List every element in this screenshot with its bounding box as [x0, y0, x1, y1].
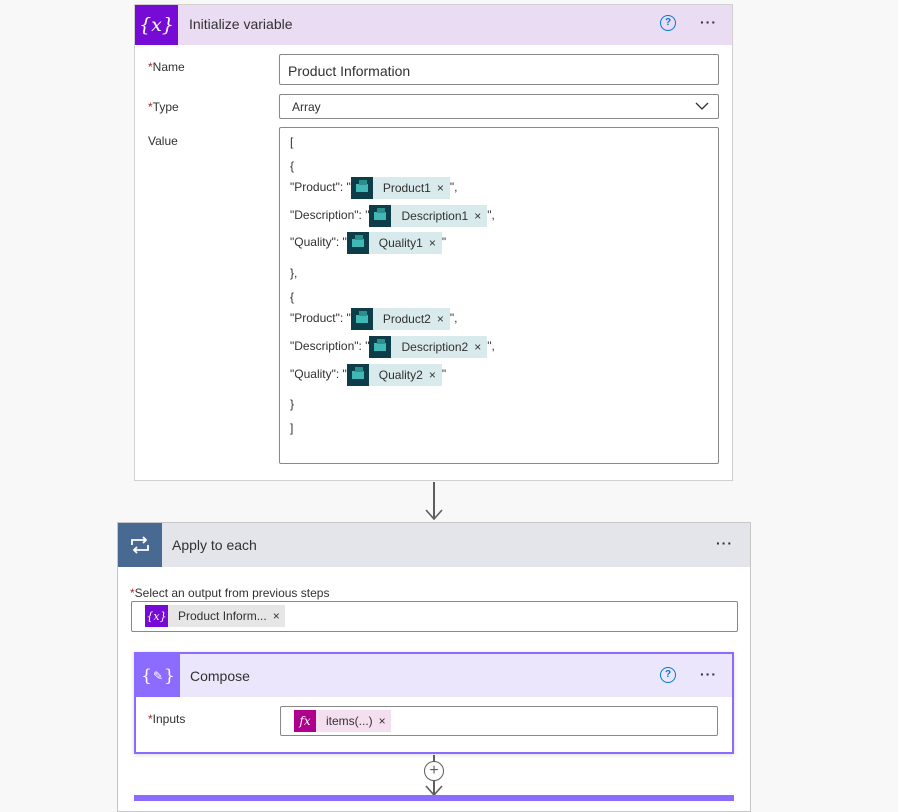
more-options-icon[interactable]: ···	[716, 535, 733, 551]
value-editor[interactable]: [ { "Product": "Product1×", "Description…	[279, 127, 719, 464]
more-options-icon[interactable]: ···	[700, 666, 717, 682]
code-line: {	[290, 159, 295, 173]
code-text: "Product": "	[290, 180, 351, 195]
required-mark: *	[130, 586, 135, 600]
card-title: Apply to each	[172, 537, 257, 553]
compose-icon: {✎}	[136, 654, 180, 697]
add-step-icon[interactable]: +	[424, 761, 444, 781]
excel-icon	[369, 205, 392, 227]
compose-header[interactable]: {✎} Compose ? ···	[136, 654, 732, 697]
required-mark: *	[148, 100, 153, 114]
token-label: Description1	[401, 209, 469, 223]
code-text: "	[441, 367, 447, 382]
excel-icon	[369, 336, 392, 358]
loop-icon	[118, 523, 162, 567]
type-value: Array	[292, 100, 321, 114]
select-output-label: *Select an output from previous steps	[130, 586, 329, 600]
token-label: Description2	[401, 340, 469, 354]
code-text: ",	[449, 180, 458, 195]
token-label: items(...)	[326, 714, 373, 728]
token-label: Product1	[382, 181, 431, 195]
remove-token-icon[interactable]: ×	[428, 368, 436, 382]
code-line: "Description": " Description2 × ",	[290, 336, 495, 358]
code-line: "Description": " Description1 × ",	[290, 205, 495, 227]
name-field[interactable]: Product Information	[279, 54, 719, 85]
code-text: "Description": "	[290, 208, 370, 223]
excel-icon	[346, 364, 369, 386]
dynamic-token[interactable]: Quality1 ×	[346, 232, 442, 254]
inputs-label-text: Inputs	[152, 712, 186, 726]
dynamic-token[interactable]: Quality2 ×	[346, 364, 442, 386]
required-mark: *	[148, 60, 153, 74]
remove-token-icon[interactable]: ×	[428, 236, 436, 250]
compose-card: {✎} Compose ? ··· *Inputs fx items(...) …	[134, 652, 734, 754]
variable-icon: {x}	[135, 5, 178, 45]
code-line: "Product": " Product1 × ",	[290, 177, 457, 199]
code-line: ]	[290, 421, 294, 435]
expression-token[interactable]: fx items(...) ×	[294, 710, 391, 732]
type-dropdown[interactable]: Array	[279, 94, 719, 119]
select-output-label-text: Select an output from previous steps	[134, 586, 330, 600]
code-text: "Quality": "	[290, 235, 347, 250]
code-line: },	[290, 266, 298, 280]
more-options-icon[interactable]: ···	[700, 14, 717, 30]
remove-token-icon[interactable]: ×	[474, 340, 482, 354]
excel-icon	[350, 177, 373, 199]
token-label: Product Inform...	[178, 609, 267, 623]
token-label: Product2	[382, 312, 431, 326]
initialize-variable-card: {x} Initialize variable ? ··· *Name Prod…	[134, 4, 733, 481]
remove-token-icon[interactable]: ×	[378, 714, 386, 728]
dynamic-token[interactable]: Product1 ×	[350, 177, 450, 199]
connector-line	[433, 482, 435, 518]
name-value: Product Information	[288, 63, 411, 79]
card-title: Initialize variable	[189, 16, 293, 32]
arrow-down-icon	[425, 509, 443, 521]
type-label-text: Type	[152, 100, 179, 114]
dynamic-token[interactable]: Description1 ×	[369, 205, 488, 227]
variable-token[interactable]: {x} Product Inform... ×	[145, 605, 285, 627]
code-text: ",	[487, 208, 495, 223]
help-icon[interactable]: ?	[660, 667, 676, 683]
code-line: "Quality": " Quality2 × "	[290, 364, 446, 386]
inputs-label: *Inputs	[148, 712, 185, 726]
code-text: "Description": "	[290, 339, 370, 354]
code-line: [	[290, 135, 294, 149]
card-title: Compose	[190, 668, 250, 684]
remove-token-icon[interactable]: ×	[474, 209, 482, 223]
initialize-variable-header[interactable]: {x} Initialize variable ? ···	[135, 5, 732, 45]
code-text: "Quality": "	[290, 367, 347, 382]
code-text: "	[441, 235, 447, 250]
value-label: Value	[148, 134, 178, 148]
code-line: {	[290, 290, 295, 304]
code-line: }	[290, 397, 295, 411]
apply-to-each-header[interactable]: Apply to each ···	[118, 523, 750, 567]
token-label: Quality1	[378, 236, 423, 250]
code-text: ",	[487, 339, 495, 354]
token-label: Quality2	[378, 368, 423, 382]
next-action-card[interactable]	[134, 795, 734, 801]
code-text: ",	[449, 311, 458, 326]
help-icon[interactable]: ?	[660, 15, 676, 31]
remove-token-icon[interactable]: ×	[436, 312, 444, 326]
code-text: "Product": "	[290, 311, 351, 326]
name-label: *Name	[148, 60, 185, 74]
code-line: "Product": " Product2 × ",	[290, 308, 457, 330]
chevron-down-icon	[695, 102, 709, 110]
required-mark: *	[148, 712, 153, 726]
name-label-text: Name	[152, 60, 185, 74]
type-label: *Type	[148, 100, 179, 114]
fx-icon: fx	[294, 710, 316, 732]
dynamic-token[interactable]: Product2 ×	[350, 308, 450, 330]
variable-icon: {x}	[145, 605, 168, 627]
code-line: "Quality": " Quality1 × "	[290, 232, 446, 254]
dynamic-token[interactable]: Description2 ×	[369, 336, 488, 358]
excel-icon	[346, 232, 369, 254]
inputs-field[interactable]: fx items(...) ×	[280, 706, 718, 736]
excel-icon	[350, 308, 373, 330]
select-output-field[interactable]: {x} Product Inform... ×	[131, 601, 738, 632]
remove-token-icon[interactable]: ×	[272, 609, 280, 623]
remove-token-icon[interactable]: ×	[436, 181, 444, 195]
